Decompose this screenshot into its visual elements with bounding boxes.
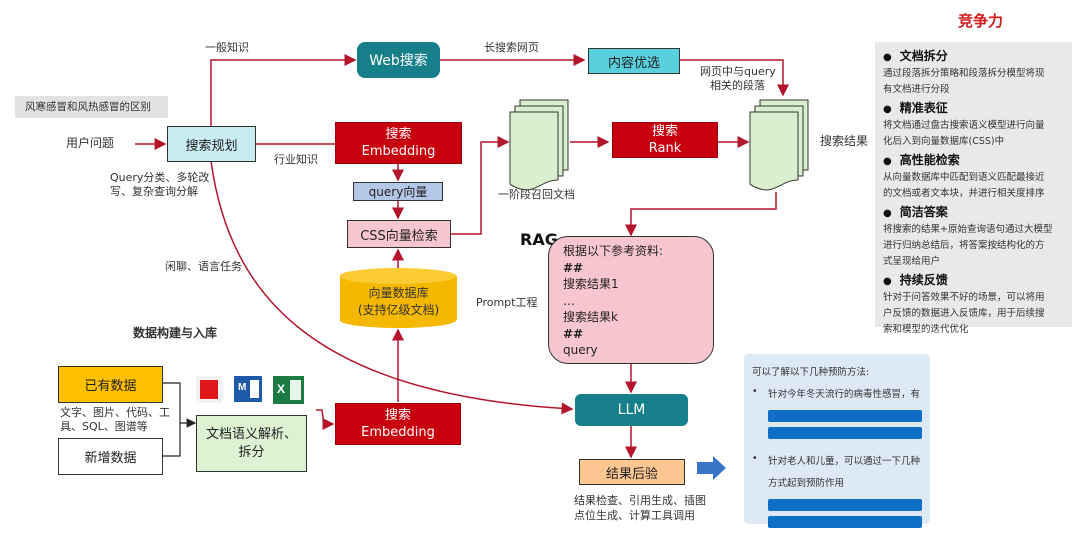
rag-label: RAG bbox=[520, 230, 558, 249]
feature-heading: 持续反馈 bbox=[883, 272, 1064, 290]
search-planning-node[interactable]: 搜索规划 bbox=[167, 126, 256, 162]
data-types-label-1: 文字、图片、代码、工 bbox=[60, 406, 170, 419]
vector-db-cylinder bbox=[339, 268, 457, 328]
prompt-line: 根据以下参考资料: bbox=[563, 244, 664, 258]
long-search-pages-label: 长搜索网页 bbox=[484, 41, 539, 54]
wire-chitchat-curve bbox=[210, 160, 574, 415]
wire-new-to-parse bbox=[163, 418, 197, 457]
ingest-embedding-node[interactable]: 搜索 Embedding bbox=[335, 403, 461, 445]
first-stage-docs-label: 一阶段召回文档 bbox=[498, 188, 575, 201]
answer-preview-card: 可以了解以下几种预防方法: •针对今年冬天流行的病毒性感冒，有 •针对老人和儿童… bbox=[744, 354, 930, 528]
forward-arrow-icon bbox=[697, 456, 726, 480]
answer-bullet-text: 针对老人和儿童，可以通过一下几种 bbox=[768, 456, 921, 467]
post-check-desc-2: 点位生成、计算工具调用 bbox=[574, 509, 695, 522]
feature-heading: 简洁答案 bbox=[883, 204, 1064, 222]
answer-intro: 可以了解以下几种预防方法: bbox=[752, 367, 870, 378]
answer-bullet: •针对今年冬天流行的病毒性感冒，有 bbox=[752, 386, 921, 400]
wire-planning-to-web bbox=[210, 54, 357, 127]
answer-bullet-text: 方式起到预防作用 bbox=[768, 478, 845, 489]
redacted-line bbox=[768, 410, 922, 422]
doc-parse-node[interactable]: 文档语义解析、 拆分 bbox=[196, 415, 307, 472]
query-processing-label-2: 写、复杂查询分解 bbox=[110, 185, 198, 198]
redacted-line bbox=[768, 499, 922, 511]
query-vector-node[interactable]: query向量 bbox=[353, 182, 443, 201]
feature-desc: 有文档进行分段 bbox=[883, 84, 950, 95]
doc-parse-line-1: 文档语义解析、 bbox=[205, 426, 297, 442]
wire-css-to-docs bbox=[451, 136, 510, 235]
competitiveness-panel: 文档拆分 通过段落拆分策略和段落拆分模型将现 有文档进行分段 精准表征 将文档通… bbox=[875, 42, 1072, 335]
feature-desc: 针对于问答效果不好的场景，可以将用 bbox=[883, 292, 1045, 303]
data-types-label-2: 具、SQL、图谱等 bbox=[60, 420, 148, 433]
feature-desc: 将搜索的结果+原始查询语句通过大模型 bbox=[883, 224, 1053, 235]
post-check-desc-1: 结果检查、引用生成、插图 bbox=[574, 494, 706, 507]
wire-existing-to-parse bbox=[163, 382, 181, 423]
web-search-node[interactable]: Web搜索 bbox=[357, 42, 440, 78]
wire-results-to-prompt bbox=[625, 192, 777, 237]
prompt-line: 搜索结果k bbox=[563, 310, 618, 324]
search-results-label: 搜索结果 bbox=[820, 134, 869, 148]
data-build-label: 数据构建与入库 bbox=[133, 326, 218, 340]
ingest-embedding-line-2: Embedding bbox=[361, 425, 435, 440]
feature-heading: 精准表征 bbox=[883, 100, 1064, 118]
prompt-line: … bbox=[563, 293, 575, 308]
prompt-line: ## bbox=[563, 326, 584, 341]
wire-select-to-results bbox=[680, 59, 789, 97]
search-embedding-line-2: Embedding bbox=[361, 144, 436, 159]
search-rank-node[interactable]: 搜索 Rank bbox=[612, 122, 718, 158]
feature-desc: 的文档或者文本块，并进行相关度排序 bbox=[883, 188, 1045, 199]
prompt-line: 搜索结果1 bbox=[563, 277, 619, 291]
relevant-paragraphs-label-1: 网页中与query bbox=[700, 65, 776, 78]
answer-bullet: •针对老人和儿童，可以通过一下几种 bbox=[752, 453, 921, 467]
user-question-label: 用户问题 bbox=[66, 136, 115, 150]
feature-desc: 户反馈的数据进入反馈库，用于后续搜 bbox=[883, 308, 1045, 319]
search-embedding-line-1: 搜索 bbox=[385, 127, 412, 142]
general-knowledge-label: 一般知识 bbox=[205, 41, 249, 54]
css-retrieval-node[interactable]: CSS向量检索 bbox=[347, 220, 451, 248]
llm-node[interactable]: LLM bbox=[575, 394, 688, 426]
answer-bullet-text: 针对今年冬天流行的病毒性感冒，有 bbox=[768, 389, 921, 400]
word-icon: M bbox=[234, 376, 262, 402]
prompt-engineering-label: Prompt工程 bbox=[476, 296, 538, 309]
ingest-embedding-line-1: 搜索 bbox=[384, 408, 411, 423]
wire-parse-to-embedding bbox=[316, 409, 335, 430]
post-check-node[interactable]: 结果后验 bbox=[579, 459, 685, 485]
chitchat-label: 闲聊、语言任务 bbox=[165, 260, 242, 273]
page-title: 竞争力 bbox=[958, 12, 1004, 30]
feature-desc: 从向量数据库中匹配到语义匹配最接近 bbox=[883, 172, 1045, 183]
new-data-node[interactable]: 新增数据 bbox=[58, 438, 163, 475]
doc-parse-line-2: 拆分 bbox=[238, 444, 265, 460]
relevant-paragraphs-label-2: 相关的段落 bbox=[710, 79, 765, 92]
query-processing-label-1: Query分类、多轮改 bbox=[110, 171, 210, 184]
vector-db-node[interactable]: 向量数据库 (支持亿级文档) bbox=[340, 280, 457, 324]
feature-heading: 高性能检索 bbox=[883, 152, 1064, 170]
feature-heading: 文档拆分 bbox=[883, 48, 1064, 66]
industry-knowledge-label: 行业知识 bbox=[274, 153, 318, 166]
redacted-line bbox=[768, 516, 922, 528]
existing-data-node[interactable]: 已有数据 bbox=[58, 366, 163, 403]
search-rank-line-2: Rank bbox=[648, 141, 682, 156]
feature-desc: 式呈现给用户 bbox=[883, 256, 941, 267]
pdf-icon bbox=[196, 376, 222, 403]
search-rank-line-1: 搜索 bbox=[651, 124, 678, 139]
feature-desc: 进行归纳总结后，将答案按结构化的方 bbox=[883, 240, 1045, 251]
excel-icon: X bbox=[273, 376, 304, 404]
search-results-docs-icon bbox=[749, 99, 809, 191]
first-stage-docs-icon bbox=[509, 99, 569, 191]
prompt-template-box: 根据以下参考资料: ## 搜索结果1 … 搜索结果k ## query bbox=[548, 236, 714, 364]
prompt-line: ## bbox=[563, 260, 584, 275]
vector-db-line-2: (支持亿级文档) bbox=[357, 303, 440, 317]
vector-db-line-1: 向量数据库 bbox=[368, 286, 429, 300]
feature-desc: 索和模型的迭代优化 bbox=[883, 324, 969, 335]
search-embedding-node[interactable]: 搜索 Embedding bbox=[335, 122, 462, 164]
prompt-line: query bbox=[563, 343, 598, 357]
content-select-node[interactable]: 内容优选 bbox=[588, 48, 680, 74]
redacted-line bbox=[768, 427, 922, 439]
feature-desc: 化后入到向量数据库(CSS)中 bbox=[883, 136, 1005, 147]
feature-desc: 通过段落拆分策略和段落拆分模型将现 bbox=[883, 68, 1045, 79]
example-query: 风寒感冒和风热感冒的区别 bbox=[15, 96, 168, 118]
feature-desc: 将文档通过盘古搜索语义模型进行向量 bbox=[883, 120, 1045, 131]
